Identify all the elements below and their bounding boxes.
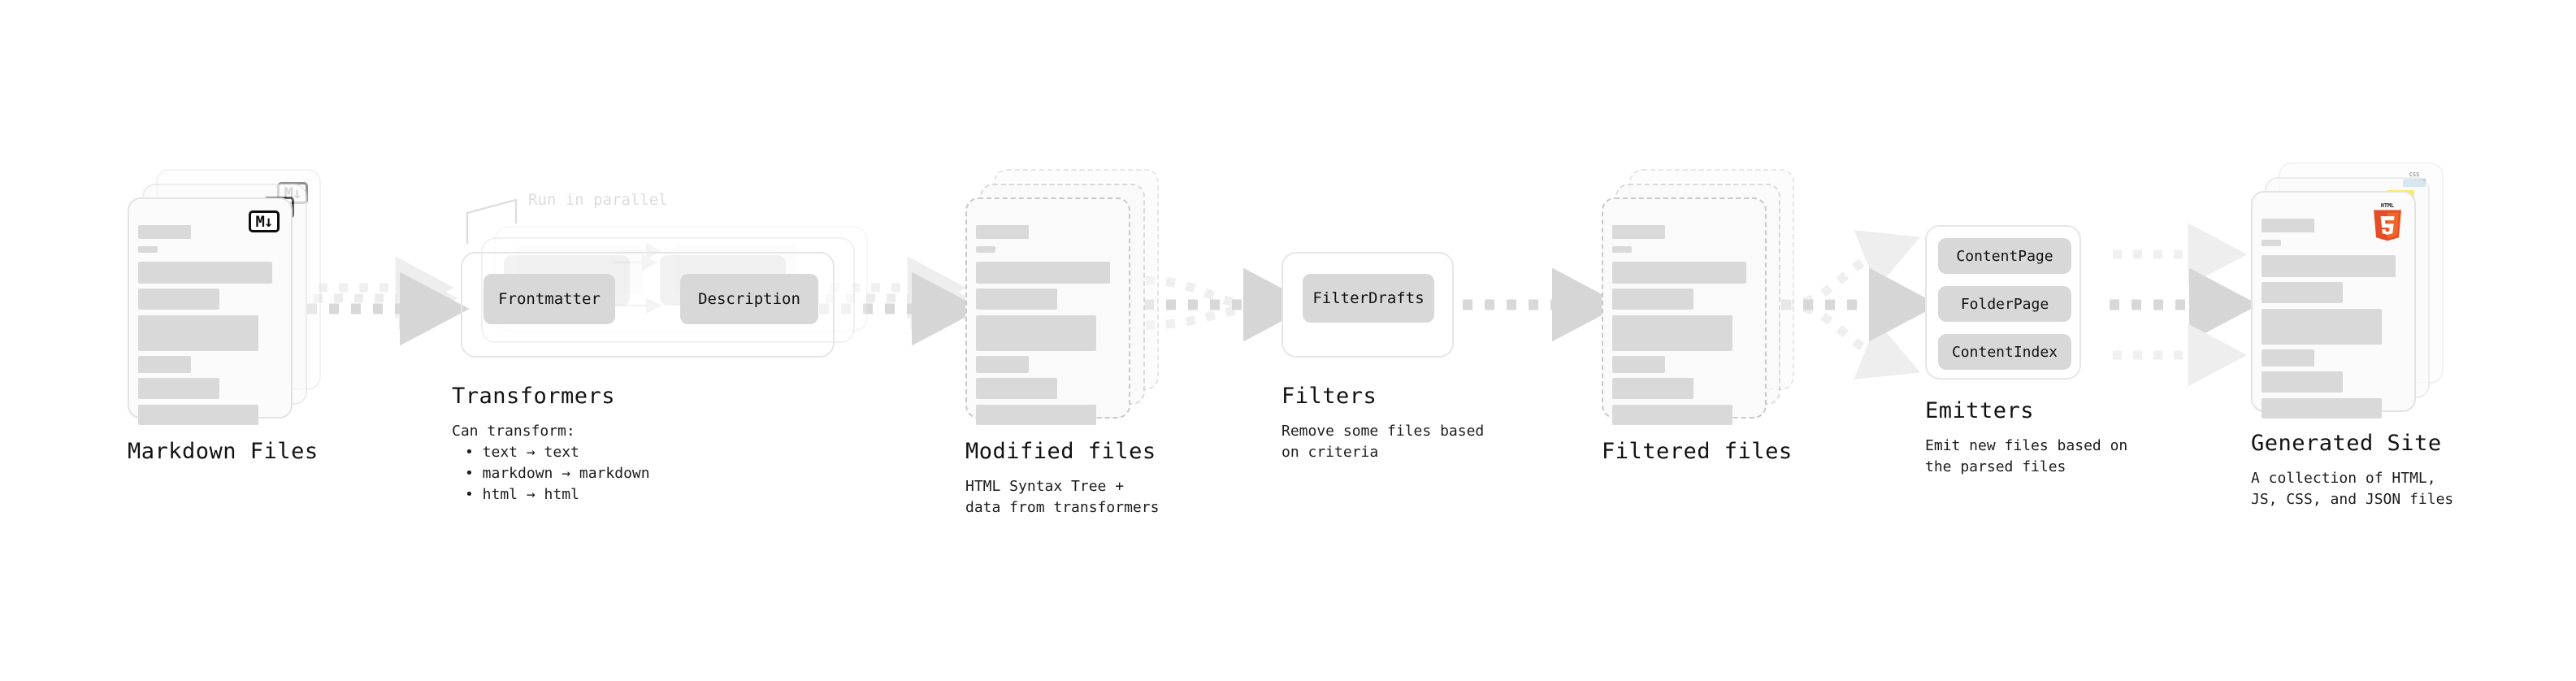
transformer-box-front[interactable]: Frontmatter Description [461,252,835,358]
modified-card-front[interactable] [965,197,1130,425]
skeleton-bar [138,378,219,399]
skeleton-bar [2262,398,2382,419]
skeleton-bar [976,246,995,253]
stage-title-filtered-files: Filtered files [1602,439,1793,464]
skeleton-bar [138,356,191,373]
connector-markdown-to-transformers [307,256,470,346]
skeleton-bar [2262,219,2314,232]
chip-filterdrafts[interactable]: FilterDrafts [1303,274,1434,323]
skeleton-bar [138,315,258,351]
markdown-badge: M↓ [249,210,280,232]
html5-badge: HTML [2374,202,2401,241]
emitters-subtitle: Emit new files based on the parsed files [1925,437,2128,475]
site-card-front[interactable]: HTML [2251,191,2416,419]
skeleton-bar [976,356,1029,373]
skeleton-bar [138,246,158,253]
connector-filtered-to-emitters [1781,230,1939,380]
connector-emitters-to-site [2110,223,2259,387]
skeleton-bar [1612,246,1632,253]
skeleton-bar [1612,378,1693,399]
stage-title-generated-site: Generated Site [2251,431,2442,456]
skeleton-bar [976,405,1096,425]
transformers-bullet-1: • markdown → markdown [465,465,650,482]
svg-text:HTML: HTML [2381,202,2394,209]
skeleton-bar [976,262,1110,284]
stage-title-emitters: Emitters [1925,398,2035,423]
filters-subtitle: Remove some files based on criteria [1281,423,1485,461]
emitters-box[interactable]: ContentPage FolderPage ContentIndex [1925,225,2081,380]
skeleton-bar [1612,315,1733,351]
transformers-subtitle: Can transform: [452,423,575,440]
stage-title-markdown-files: Markdown Files [128,439,319,464]
generated-site-subtitle: A collection of HTML, JS, CSS, and JSON … [2251,470,2454,508]
skeleton-bar [1612,288,1693,310]
skeleton-bar [2262,240,2281,246]
skeleton-bar [2262,371,2343,393]
skeleton-bar [138,405,258,425]
transformers-bullet-2: • html → html [465,486,579,503]
transformers-bullet-0: • text → text [465,444,579,461]
stage-title-modified-files: Modified files [965,439,1156,464]
skeleton-bar [1612,225,1665,239]
skeleton-bar [2262,282,2343,303]
skeleton-bar [138,288,219,310]
stage-title-transformers: Transformers [452,384,616,409]
skeleton-bar [2262,309,2382,345]
markdown-card-front[interactable]: M↓ [128,197,293,425]
skeleton-bar [2262,255,2396,277]
chip-contentpage[interactable]: ContentPage [1938,238,2071,274]
chip-description[interactable]: Description [680,274,818,324]
modified-files-subtitle: HTML Syntax Tree + data from transformer… [965,478,1160,516]
filters-box[interactable]: FilterDrafts [1281,252,1454,358]
skeleton-bar [1612,405,1733,425]
skeleton-bar [976,225,1029,239]
skeleton-bar [976,288,1057,310]
skeleton-bar [976,315,1096,351]
stage-title-filters: Filters [1281,384,1377,409]
skeleton-bar [2262,349,2314,367]
run-in-parallel-label: Run in parallel [528,191,668,209]
chip-folderpage[interactable]: FolderPage [1938,286,2071,322]
skeleton-bar [138,225,191,239]
skeleton-bar [1612,262,1746,284]
connector-modified-to-filters [1144,267,1313,342]
filtered-card-front[interactable] [1602,197,1767,425]
skeleton-bar [138,262,272,284]
skeleton-bar [1612,356,1665,373]
skeleton-bar [976,378,1057,399]
chip-frontmatter[interactable]: Frontmatter [484,274,615,324]
chip-contentindex[interactable]: ContentIndex [1938,334,2071,370]
